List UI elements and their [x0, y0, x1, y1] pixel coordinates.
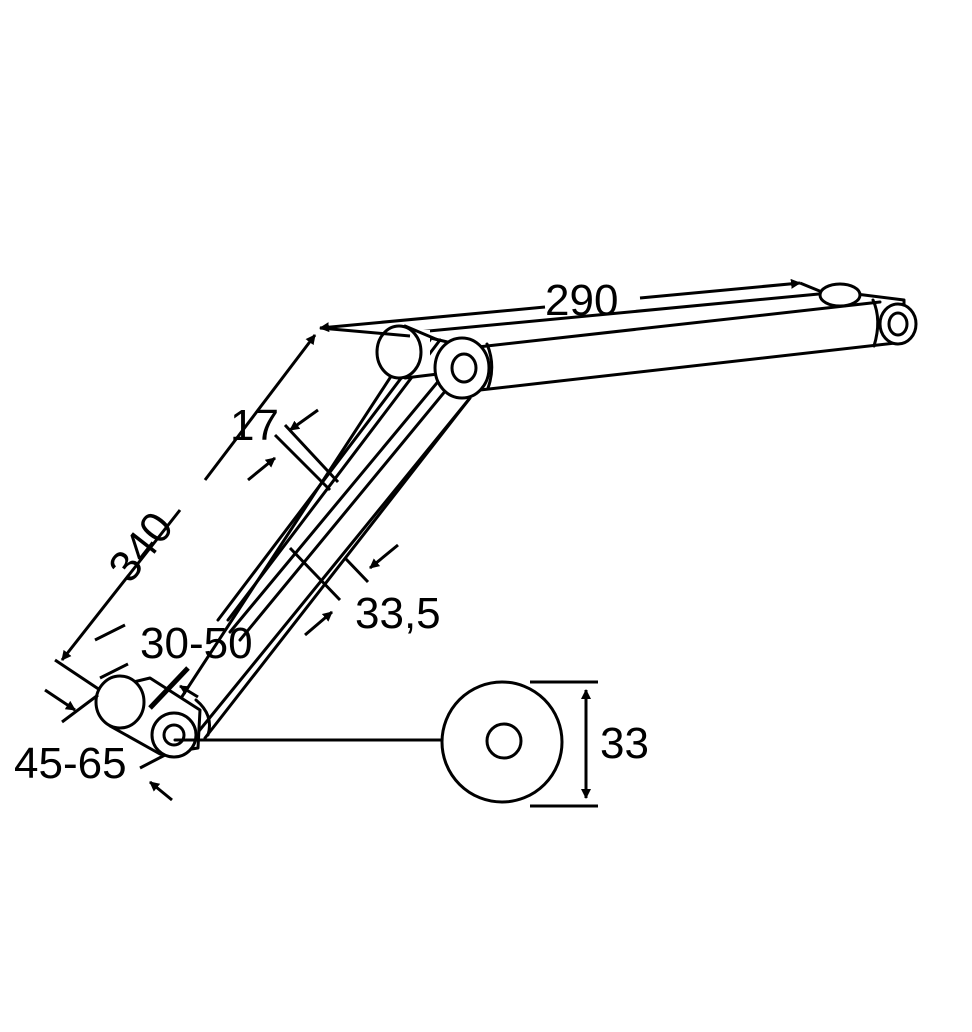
dim-33-label: 33	[600, 719, 649, 768]
dim-45-65-label: 45-65	[14, 739, 127, 788]
upper-arm-end-pivot-icon	[878, 302, 918, 346]
dim-340-label: 340	[99, 503, 183, 591]
lower-pivot-icon	[150, 711, 198, 759]
lower-knuckle	[94, 674, 211, 759]
roller	[440, 680, 564, 804]
dim-30-50-label: 30-50	[140, 619, 253, 668]
dim-33-line	[530, 680, 598, 808]
roller-hub-icon	[485, 722, 523, 760]
dim-30-50-line	[94, 623, 199, 710]
upper-arm-far-knuckle-icon	[818, 282, 862, 308]
dim-33-5-label: 33,5	[355, 589, 441, 638]
dim-45-65-line	[44, 688, 173, 802]
dim-17-line	[247, 408, 340, 492]
lower-arm	[153, 333, 472, 744]
dim-340-line	[54, 334, 317, 692]
dim-290-label: 290	[545, 276, 618, 325]
dim-33-5-line	[288, 543, 399, 637]
dim-290-line	[319, 278, 823, 338]
dim-17-label: 17	[230, 401, 279, 450]
elbow-knuckle	[375, 324, 491, 400]
elbow-pivot-icon	[433, 336, 491, 400]
upper-arm	[416, 282, 918, 392]
